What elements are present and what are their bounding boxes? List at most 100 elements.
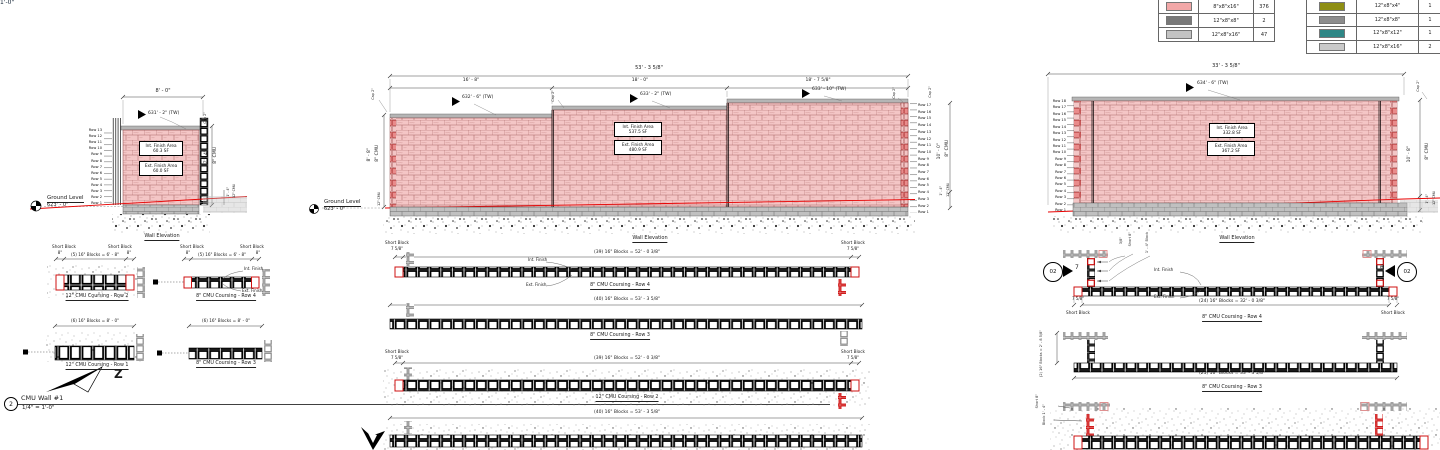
row-label: Row 8 [91,158,102,163]
block-size: 12"x8"x12" [1356,27,1418,40]
short-block-dim: 7 5/8" [1386,296,1400,301]
row-label: Row 14 [1052,124,1066,129]
short-block-label: Short Block [841,349,865,354]
row-label: Row 4 [918,190,929,195]
short-block-dim: 8" [255,249,261,255]
wall2-seg-dim: 18' - 7 5/8" [805,78,831,83]
legend-row: 12"x8"x16" 47 [1159,27,1274,41]
row-label: Row 8 [1055,163,1066,168]
section-marker[interactable]: 02 [1043,262,1063,282]
row-label: Row 11 [1052,143,1066,148]
short-annotation: Short 8" [1128,232,1132,247]
coursing-dim: (24) 16" Blocks = 32' - 0 3/8" [1198,299,1266,304]
int-finish-note: Int. Finish [244,266,264,271]
coursing-dim: (40) 16" Blocks = 53' - 3 5/8" [593,410,661,415]
view-number-bubble[interactable]: 2 [4,397,18,411]
short-block-dim: 8" [57,249,63,255]
short-block-dim: 8" [185,249,191,255]
row-label: Row 8 [918,163,929,168]
wall2-left-cmu8: 8" CMU [375,145,380,162]
wall2-right-height: 10' - 0" [937,143,942,160]
wall3-right-cmu12: 12" CMU [1432,191,1436,205]
cap-note: Cap 2" [551,90,555,102]
wall2-seg-dim: 16' - 8" [462,78,480,83]
wall2-right-cmu8: 8" CMU [945,140,950,157]
wall3-title: Wall Elevation [1219,235,1255,243]
row-label: Row 10 [1052,150,1066,155]
row-label: Row 3 [918,196,929,201]
block-qty: 1 [1418,27,1440,40]
wall3-right-base: 1' - 4" [1425,194,1429,204]
row-label: Row 6 [91,170,102,175]
wall1-ground-label: Ground Level [47,195,84,204]
north-arrow [46,366,103,393]
block-qty: 1 [1418,13,1440,26]
cap-note: Cap 2" [371,88,375,100]
coursing-dim: (5) 16" Blocks = 6' - 8" [197,251,247,257]
block-size: 12"x8"x8" [1356,13,1418,26]
wall2-left-cmu12: 12" CMU [377,192,381,206]
row-label: Row 17 [918,103,932,107]
short-block-label: Short Block [1066,310,1090,315]
section-ref: 6 [1380,264,1384,271]
wall2-tw-tag: 633' - 10" (TW) [812,87,847,92]
row-label: Row 1 [91,201,102,206]
short-block-dim: 7 5/8" [390,354,404,360]
row-label: Row 5 [918,183,929,188]
wall3-right-cmu8: 8" CMU [1425,143,1430,160]
section-marker[interactable]: 02 [1397,262,1417,282]
wall2-right-cmu12: 12" CMU [946,183,950,197]
row-label: Row 1 [1055,208,1066,213]
wall2-tw-tag: 633' - 2" (TW) [640,92,672,97]
row-label: Row 6 [918,176,929,181]
ext-finish-note: Ext. Finish [242,288,263,293]
wall3-right-height: 10' - 8" [1407,146,1412,163]
row-label: Row 5 [91,176,102,181]
section-ref: 7 [1075,264,1079,271]
block-size: 12"x8"x16" [1356,40,1418,53]
row-label: Row 14 [918,123,932,128]
block-qty: 47 [1253,28,1274,41]
row-label: Row 17 [1052,105,1066,110]
legend-row: 12"x8"x12" 1 [1307,26,1440,40]
int-finish-note: Int. Finish [528,257,548,262]
row-label: Row 3 [91,189,102,194]
coursing-title: 12" CMU Coursing - Row 2 [65,294,129,301]
short-block-label: Short Block [52,244,76,249]
coursing-dim: (6) 16" Blocks = 8' - 0" [201,318,251,323]
row-label: Row 7 [918,170,929,175]
joint-annotation: 3/8" [1119,237,1123,245]
block-color-swatch [1318,2,1345,11]
block-color-swatch [1318,29,1345,38]
short-block-label: Short Block [841,240,865,245]
wall1-width-dim: 8' - 0" [155,88,171,94]
row-label: Row 16 [918,109,932,114]
wall1-height-dim: 7' - 4" [204,150,209,164]
coursing-dim: (6) 16" Blocks = 8' - 0" [70,318,120,323]
row-label: Row 10 [918,149,932,154]
wall3-coursing [1050,250,1440,450]
wall3-tw-tag: 634' - 6" (TW) [1197,81,1229,86]
row-label: Row 4 [91,182,102,187]
block-color-swatch [1165,30,1192,39]
row-label: Row 12 [88,134,102,139]
wall2-right-base: 1' - 4" [939,186,943,196]
row-label: Row 4 [1055,188,1066,193]
legend-row: 12"x8"x8" 2 [1159,13,1274,27]
row-label: Row 11 [918,143,932,148]
row-label: Row 2 [1055,201,1066,206]
cap-note: Cap 2" [1416,80,1420,92]
coursing-title: 8" CMU Coursing - Row 4 [1202,315,1262,322]
row-label: Row 18 [1052,99,1066,103]
view-title-name[interactable]: CMU Wall #1 [21,394,64,402]
block-legend-left: 8"x8"x16" 376 12"x8"x8" 2 12"x8"x16" 47 [1158,0,1275,42]
row-label: Row 3 [1055,195,1066,200]
